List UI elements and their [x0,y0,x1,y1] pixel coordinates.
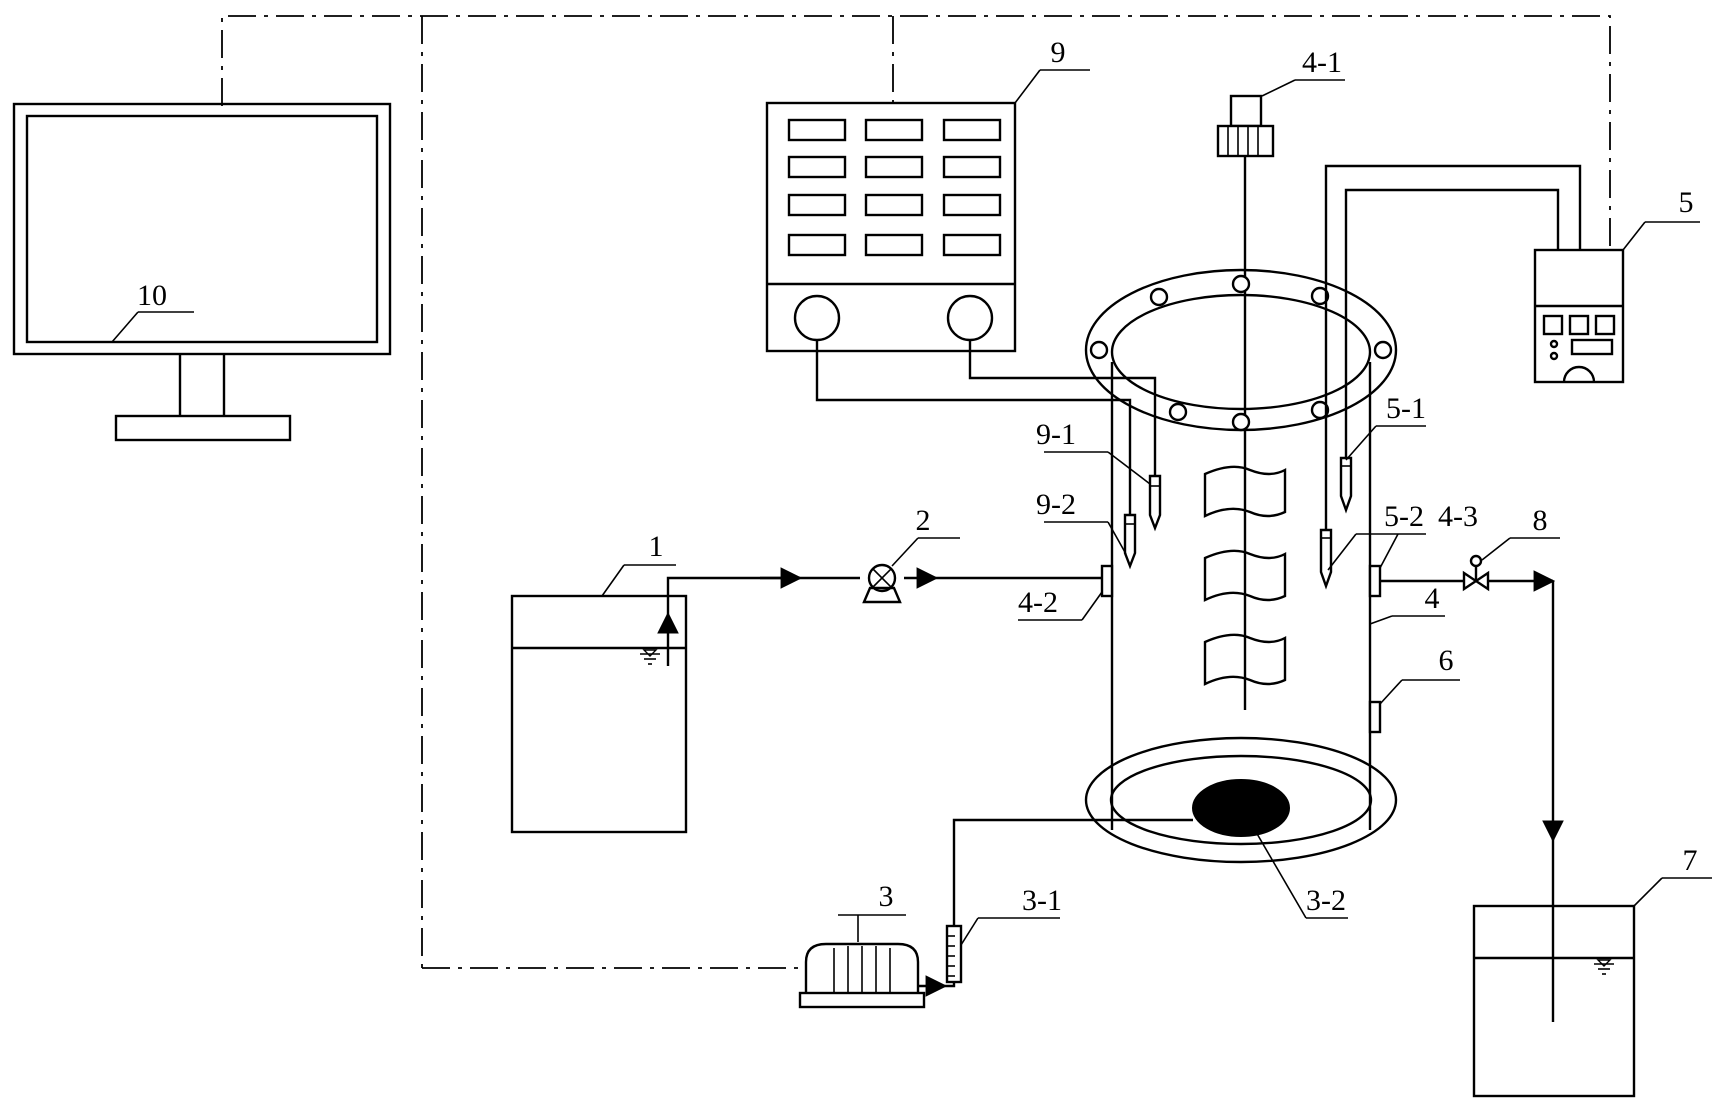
effluent-tank: 7 [1472,844,1712,1098]
controller: 9 [765,36,1090,353]
stirrer-blade-2 [1203,549,1287,602]
stirrer-assembly: 4-1 [1203,46,1345,710]
air-supply: 3 3-1 3-2 [798,818,1348,1009]
label-9-1: 9-1 [1036,418,1076,451]
probe-9-2 [1123,513,1137,570]
probe-5-1 [1339,456,1353,514]
leader-4-2 [1081,591,1103,621]
leader-9-1 [1107,451,1151,485]
port-6: 6 [1368,644,1460,734]
port-4-2 [1100,564,1114,598]
label-4-2: 4-2 [1018,586,1058,619]
probe-5-2 [1319,528,1333,590]
probe-9-1 [1148,474,1162,532]
label-4-1: 4-1 [1302,46,1342,79]
leader-4-1 [1261,79,1296,97]
label-5: 5 [1679,186,1694,219]
label-10: 10 [137,279,167,312]
aerator-disc [1192,779,1290,837]
feed-tank: 1 [510,530,688,834]
feed-line: 4-2 [657,564,1114,666]
label-3: 3 [879,880,894,913]
leader-10 [111,311,139,343]
leader-1 [601,564,625,597]
signal-lines [221,15,1611,969]
peristaltic-pump: 2 [862,504,960,604]
label-7: 7 [1683,844,1698,877]
leader-3-1 [960,917,979,946]
water-level-symbol-1 [640,649,660,665]
reactor-top-flange-inner [1110,293,1372,411]
label-9: 9 [1051,36,1066,69]
flange-bolts [1089,274,1393,432]
leader-4 [1369,615,1393,625]
label-4: 4 [1425,582,1440,615]
effluent-line: 4-3 8 [1368,500,1564,1022]
leader-5 [1622,221,1646,251]
meter-cables [1324,164,1582,538]
port-4-3 [1368,564,1382,598]
reactor-bottom-flange-outer [1084,736,1398,864]
valve-8 [1462,554,1490,592]
label-9-2: 9-2 [1036,488,1076,521]
water-level-symbol-7 [1594,959,1614,975]
controller-knob-right [946,294,994,342]
probe-cables-9 [815,340,1157,515]
label-6: 6 [1439,644,1454,677]
leader-2 [891,537,919,567]
label-4-3: 4-3 [1438,500,1478,533]
leader-9 [1014,69,1041,104]
stirrer-blade-1 [1203,465,1287,518]
label-5-1: 5-1 [1386,392,1426,425]
leader-4-3 [1379,533,1399,569]
leader-5-2 [1327,533,1357,571]
label-2: 2 [916,504,931,537]
flowmeter [945,924,963,984]
leader-5-1 [1345,425,1377,461]
label-8: 8 [1533,504,1548,537]
label-5-2: 5-2 [1384,500,1424,533]
leader-7 [1633,877,1663,907]
leader-3-2 [1255,831,1307,919]
meter: 5 [1533,186,1700,384]
leader-8 [1481,537,1511,561]
label-3-2: 3-2 [1306,884,1346,917]
reactor-bottom-flange-inner [1109,754,1373,846]
leader-6 [1379,679,1403,705]
monitor: 10 [12,102,392,442]
air-pump [804,942,920,993]
leader-9-2 [1107,521,1127,555]
controller-knob-left [793,294,841,342]
probes-5: 5-1 5-2 [1319,392,1426,590]
probes-9: 9-1 9-2 [1036,418,1162,570]
stirrer-blade-3 [1203,633,1287,686]
controller-display-grid [787,118,1002,257]
label-1: 1 [649,530,664,563]
label-3-1: 3-1 [1022,884,1062,917]
reactor-vessel: 4 [1084,268,1445,864]
